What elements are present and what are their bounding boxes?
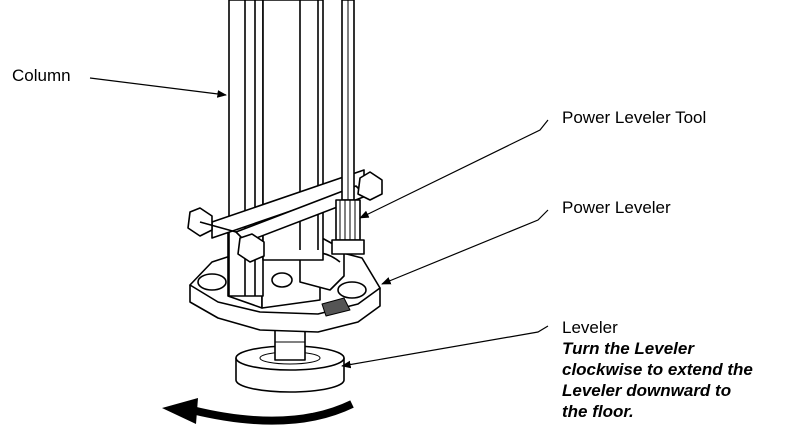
instruction-text: Turn the Leveler clockwise to extend the… [562, 338, 809, 422]
column-label: Column [12, 66, 71, 85]
clamp-bracket [187, 169, 383, 263]
column-leader [89, 77, 227, 98]
leveler-label: Leveler [562, 318, 618, 337]
instruction-line-1: Turn the Leveler [562, 339, 694, 358]
power-leveler-tool [331, 0, 365, 255]
power-leveler-tool-leader [359, 119, 549, 219]
rotation-arrow-icon [162, 398, 354, 425]
instruction-line-3: Leveler downward to [562, 381, 732, 400]
power-leveler-label: Power Leveler [562, 198, 671, 217]
instruction-line-2: clockwise to extend the [562, 360, 753, 379]
leveler-leader [341, 325, 549, 369]
instruction-line-4: the floor. [562, 402, 634, 421]
power-leveler-leader [381, 209, 549, 285]
power-leveler-tool-label: Power Leveler Tool [562, 108, 707, 127]
